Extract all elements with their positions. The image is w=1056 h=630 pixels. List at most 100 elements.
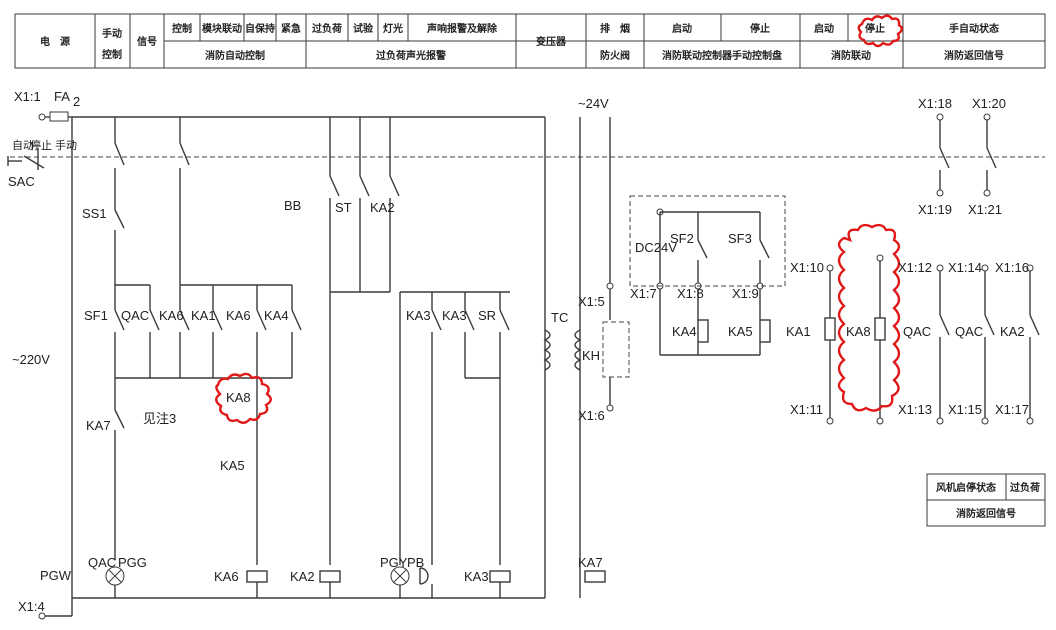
label-pb: PB (407, 555, 424, 570)
header-stop-2: 停止 (865, 22, 885, 35)
label-x1-18: X1:18 (918, 96, 952, 111)
column-2 (150, 117, 302, 598)
label-ka1: KA1 (191, 308, 216, 323)
top-right-contacts (936, 113, 997, 197)
label-sac: SAC (8, 174, 35, 189)
label-24v: ~24V (578, 96, 609, 111)
component-labels: X1:1 FA 2 自动 停止 手动 SAC ~220V ~24V X1:4 S… (8, 89, 1029, 614)
label-ka4-coil: KA4 (672, 324, 697, 339)
label-ka4: KA4 (264, 308, 289, 323)
label-x1-19: X1:19 (918, 202, 952, 217)
dc24v-block (629, 195, 786, 356)
header-signal: 信号 (137, 35, 157, 48)
label-x1-14: X1:14 (948, 260, 982, 275)
header-transformer: 变压器 (536, 35, 567, 48)
label-pgy: PGY (380, 555, 408, 570)
label-ka2-coil: KA2 (290, 569, 315, 584)
label-ka6-coil: KA6 (214, 569, 239, 584)
label-x1-15: X1:15 (948, 402, 982, 417)
label-fa: FA (54, 89, 70, 104)
header-overload: 过负荷 (312, 22, 342, 35)
label-qac-2: QAC (903, 324, 931, 339)
label-ka7-coil: KA7 (578, 555, 603, 570)
label-tc: TC (551, 310, 568, 325)
header-control: 控制 (172, 22, 192, 35)
header-manual-2: 控制 (102, 48, 122, 61)
label-sf2: SF2 (670, 231, 694, 246)
label-sf3: SF3 (728, 231, 752, 246)
label-ka7: KA7 (86, 418, 111, 433)
label-x1-8: X1:8 (677, 286, 704, 301)
label-st: ST (335, 200, 352, 215)
header-emergency: 紧急 (281, 22, 301, 35)
label-qac: QAC (121, 308, 149, 323)
header-table: 电 源 手动 控制 信号 控制 模块联动 自保持 紧急 消防自动控制 过负荷 试… (14, 13, 1046, 69)
bottom-table: 风机启停状态 过负荷 消防返回信号 (926, 473, 1046, 527)
header-auto-state: 手自动状态 (949, 22, 999, 35)
label-ka8: KA8 (226, 390, 251, 405)
label-ka5-coil: KA5 (728, 324, 753, 339)
label-ka3-coil: KA3 (464, 569, 489, 584)
column-3 (319, 117, 400, 598)
header-manual-1: 手动 (102, 27, 122, 40)
label-ka8-coil: KA8 (846, 324, 871, 339)
header-light: 灯光 (383, 22, 403, 35)
highlight-cloud-ka8-contact (215, 372, 272, 424)
label-ka1-coil: KA1 (786, 324, 811, 339)
header-panel: 消防联动控制器手动控制盘 (662, 49, 782, 62)
column-1 (105, 117, 160, 598)
label-x1-13: X1:13 (898, 402, 932, 417)
label-x1-4: X1:4 (18, 599, 45, 614)
label-x1-21: X1:21 (968, 202, 1002, 217)
label-220v: ~220V (12, 352, 50, 367)
label-x1-11: X1:11 (790, 402, 823, 417)
header-stop-1: 停止 (750, 22, 770, 35)
label-x1-20: X1:20 (972, 96, 1006, 111)
label-ss1: SS1 (82, 206, 107, 221)
header-module-link: 模块联动 (202, 22, 242, 35)
header-fire-link: 消防联动 (831, 49, 871, 62)
label-stop: 停止 (30, 138, 52, 152)
column-4 (390, 291, 511, 598)
header-start-1: 启动 (672, 22, 692, 35)
label-ka6: KA6 (159, 308, 184, 323)
label-ka2: KA2 (370, 200, 395, 215)
highlight-cloud-stop (857, 14, 903, 48)
overload-label-2: 过负荷 (1010, 481, 1040, 494)
label-ka6b: KA6 (226, 308, 251, 323)
header-sound-alarm: 声响报警及解除 (426, 22, 498, 35)
highlight-cloud-ka8-coil (837, 223, 901, 412)
header-start-2: 启动 (814, 22, 834, 35)
fan-state-label: 风机启停状态 (936, 481, 996, 494)
label-note3: 见注3 (143, 411, 176, 426)
label-x1-10: X1:10 (790, 260, 824, 275)
label-pgg: PGG (118, 555, 147, 570)
label-dc24v: DC24V (635, 240, 677, 255)
label-ka2-2: KA2 (1000, 324, 1025, 339)
right-relays (824, 223, 1040, 425)
label-kh: KH (582, 348, 600, 363)
header-fire-valve: 防火阀 (600, 49, 630, 62)
label-auto: 自动 (12, 139, 34, 152)
label-x1-16: X1:16 (995, 260, 1029, 275)
header-fire-return: 消防返回信号 (944, 49, 1004, 62)
fire-return-label-2: 消防返回信号 (956, 507, 1016, 520)
header-self-hold: 自保持 (245, 22, 275, 35)
label-bb: BB (284, 198, 301, 213)
label-qac-3: QAC (955, 324, 983, 339)
left-rail (7, 111, 545, 620)
header-smoke-exhaust: 排 烟 (600, 22, 630, 35)
label-ka3: KA3 (406, 308, 431, 323)
label-manual: 手动 (55, 138, 77, 152)
label-pgw: PGW (40, 568, 72, 583)
header-power: 电 源 (40, 35, 70, 48)
label-sr: SR (478, 308, 496, 323)
label-ka5: KA5 (220, 458, 245, 473)
label-x1-12: X1:12 (898, 260, 932, 275)
label-x1-6: X1:6 (578, 408, 605, 423)
header-test: 试验 (353, 22, 374, 35)
label-x1-17: X1:17 (995, 402, 1029, 417)
header-overload-alarm: 过负荷声光报警 (376, 49, 446, 62)
header-fire-auto: 消防自动控制 (205, 49, 265, 62)
